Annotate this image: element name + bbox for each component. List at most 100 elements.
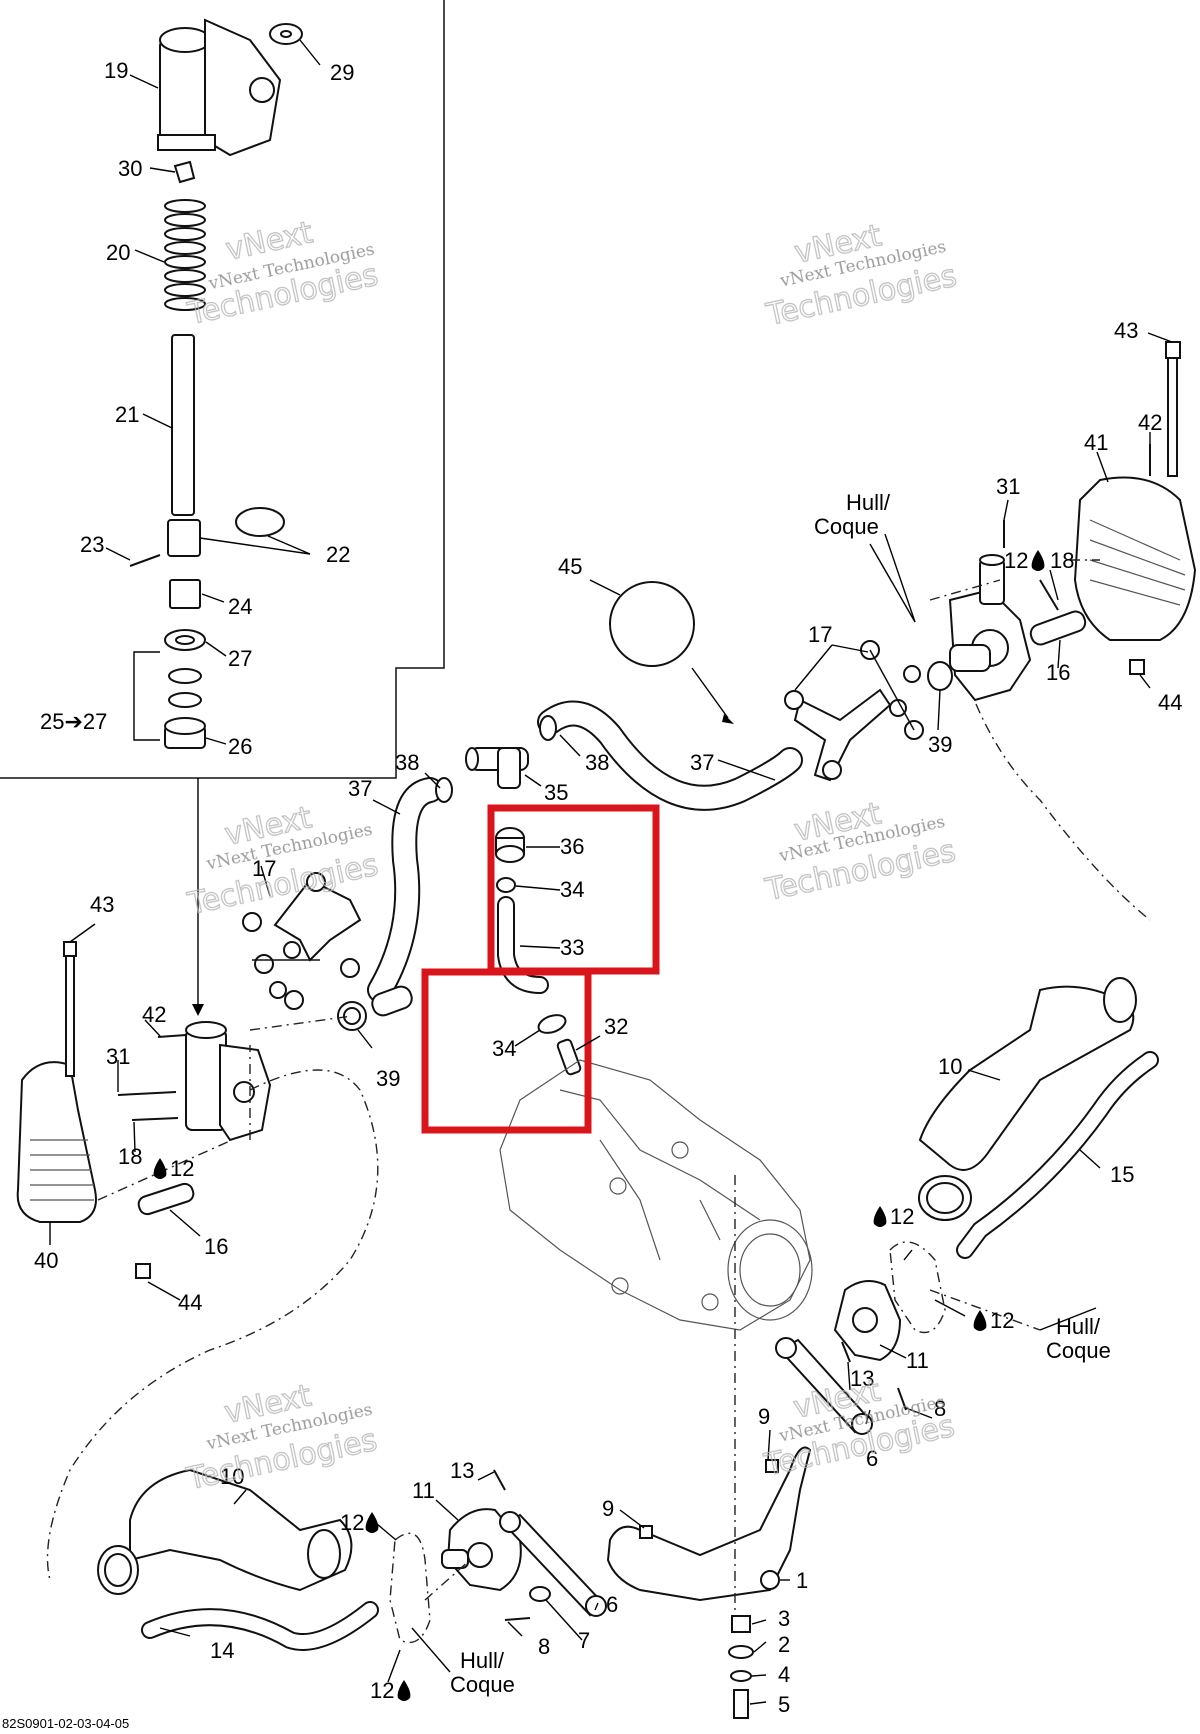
callout-41: 41: [1084, 430, 1108, 455]
part-41-guard: [1073, 476, 1197, 641]
callout-13-left: 13: [450, 1458, 474, 1483]
part-10-boot-left: [97, 1468, 353, 1595]
leader-lines: [49, 39, 1173, 1705]
callout-44-right: 44: [1158, 690, 1182, 715]
footer-code: 82S0901-02-03-04-05: [2, 1716, 129, 1731]
drop-icon: [973, 1310, 987, 1331]
callout-39-left: 39: [376, 1066, 400, 1091]
arrow-head: [192, 1004, 204, 1016]
highlight-box-lower: [421, 968, 592, 1134]
part-24-gear: [169, 579, 201, 609]
part-18-screw-right: [1039, 579, 1059, 611]
callout-5: 5: [778, 1692, 790, 1717]
callout-16-left: 16: [204, 1234, 228, 1259]
callout-11-right: 11: [906, 1348, 929, 1373]
drop-icon: [1031, 550, 1045, 571]
part-15-cable: [956, 1051, 1159, 1259]
part-31-screw-left: [117, 1091, 177, 1096]
hull-label-right-line1: Hull/: [1056, 1314, 1101, 1339]
part-18-screw-left: [131, 1117, 179, 1121]
hull-label-top-line2: Coque: [814, 514, 879, 539]
part-7-washer: [529, 1586, 551, 1602]
callout-6-left: 6: [606, 1592, 618, 1617]
part-9-nut-b: [765, 1459, 779, 1473]
callout-31-left: 31: [106, 1044, 130, 1069]
part-35-t-fitting: [465, 747, 529, 789]
callout-9-right: 9: [758, 1404, 770, 1429]
part-29-washer: [269, 23, 303, 45]
part-17-linkage-right: [784, 640, 924, 782]
callout-14: 14: [210, 1638, 234, 1663]
part-8-screw-right: [897, 1387, 907, 1411]
drop-icon: [873, 1206, 887, 1227]
part-44-nut-left: [135, 1263, 151, 1279]
part-30-clip: [173, 160, 196, 184]
callout-39-right: 39: [928, 732, 952, 757]
part-27-rings: [164, 629, 206, 708]
part-9-nut-a: [639, 1525, 653, 1539]
callout-43-right: 43: [1114, 318, 1138, 343]
callout-18-right: 18: [1050, 548, 1074, 573]
callout-7: 7: [578, 1628, 590, 1653]
callout-27: 27: [228, 646, 252, 671]
callout-36: 36: [560, 834, 584, 859]
part-6-arm-right: [775, 1337, 873, 1435]
callout-19: 19: [104, 58, 128, 83]
hull-label-right-line2: Coque: [1046, 1338, 1111, 1363]
part-26-nut: [164, 717, 206, 749]
callout-10-right: 10: [938, 1054, 962, 1079]
callout-33: 33: [560, 935, 584, 960]
part-43-bolt-left: [63, 941, 77, 1077]
callout-38-right: 38: [585, 750, 609, 775]
dash-line-right: [975, 703, 1151, 921]
callout-labels: 19 29 30 20 21 22 23 24 27 25➔27 26 43 4…: [34, 58, 1182, 1717]
callout-37-left: 37: [348, 776, 372, 801]
callout-3: 3: [778, 1606, 790, 1631]
callout-32: 32: [604, 1014, 628, 1039]
part-11-bracket-right: [833, 1280, 902, 1362]
callout-31-right: 31: [996, 474, 1020, 499]
callout-8-right: 8: [934, 1396, 946, 1421]
part-22-ring: [235, 507, 285, 537]
callout-34-top: 34: [560, 877, 584, 902]
part-16-sleeve-left: [137, 1182, 195, 1216]
callout-30: 30: [118, 156, 142, 181]
part-12-gasket-left: [389, 1532, 431, 1644]
bracket-25-27: [133, 651, 160, 741]
callout-1: 1: [796, 1568, 808, 1593]
callout-44-left: 44: [178, 1290, 202, 1315]
hull-label-left-line1: Hull/: [460, 1648, 505, 1673]
part-19-actuator: [157, 18, 282, 157]
part-12-gasket-right: [889, 1241, 946, 1334]
part-32-fitting: [556, 1038, 582, 1076]
callout-9-left: 9: [602, 1496, 614, 1521]
callout-35: 35: [544, 780, 568, 805]
drop-icon: [153, 1158, 167, 1179]
hull-label-top-line1: Hull/: [846, 490, 891, 515]
callout-20: 20: [106, 240, 130, 265]
part-23-pin: [129, 554, 161, 567]
callout-23: 23: [80, 532, 104, 557]
callout-12-left-low: 12: [370, 1678, 394, 1703]
callout-17-right: 17: [808, 622, 832, 647]
callout-21: 21: [115, 402, 139, 427]
part-8-screw-left: [504, 1617, 531, 1621]
part-1-steering-arm: [606, 1446, 812, 1602]
drop-icon: [397, 1680, 411, 1701]
callout-8-left: 8: [538, 1634, 550, 1659]
callout-10-left: 10: [220, 1464, 244, 1489]
part-43-bolt-right: [1165, 341, 1181, 477]
callout-40: 40: [34, 1248, 58, 1273]
part-36-grommet: [495, 827, 525, 863]
callout-42-right: 42: [1138, 410, 1162, 435]
callout-4: 4: [778, 1662, 790, 1687]
part-39-clamp-right: [927, 661, 953, 691]
callout-12-left: 12: [170, 1156, 194, 1181]
callout-45: 45: [558, 554, 582, 579]
callout-22: 22: [326, 542, 350, 567]
part-22-gear: [167, 519, 201, 557]
part-45-ring: [609, 581, 695, 667]
callout-38-left: 38: [395, 750, 419, 775]
callout-17-left: 17: [252, 856, 276, 881]
